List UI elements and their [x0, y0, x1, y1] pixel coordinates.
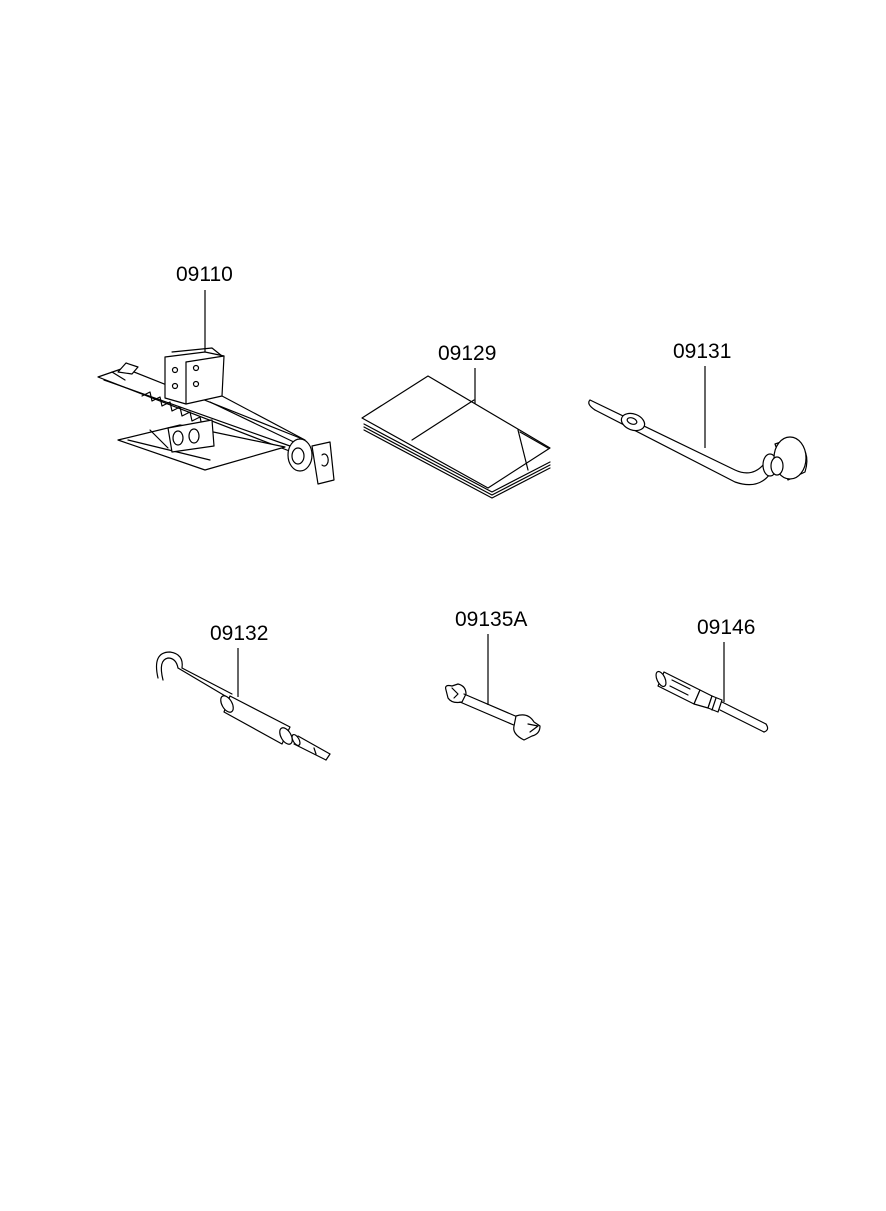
part-manual[interactable]: 09129 [361, 342, 551, 499]
part-jack[interactable]: 09110 [97, 263, 335, 485]
part-screwdriver[interactable]: 09146 [654, 616, 769, 733]
part-label-manual: 09129 [438, 342, 496, 365]
wheel-wrench-drawing [588, 399, 808, 486]
screwdriver-drawing [655, 670, 769, 733]
part-label-screwdriver: 09146 [697, 616, 755, 639]
part-wheel-wrench[interactable]: 09131 [588, 340, 808, 486]
part-jack-handle[interactable]: 09132 [155, 622, 331, 761]
part-spanner[interactable]: 09135A [445, 608, 541, 741]
part-label-spanner: 09135A [455, 608, 527, 631]
part-label-wheel-wrench: 09131 [673, 340, 731, 363]
spanner-drawing [445, 683, 541, 741]
jack-drawing [97, 347, 335, 485]
part-label-jack-handle: 09132 [210, 622, 268, 645]
manual-drawing [361, 375, 551, 499]
part-label-jack: 09110 [176, 263, 233, 286]
jack-handle-drawing [155, 651, 331, 761]
